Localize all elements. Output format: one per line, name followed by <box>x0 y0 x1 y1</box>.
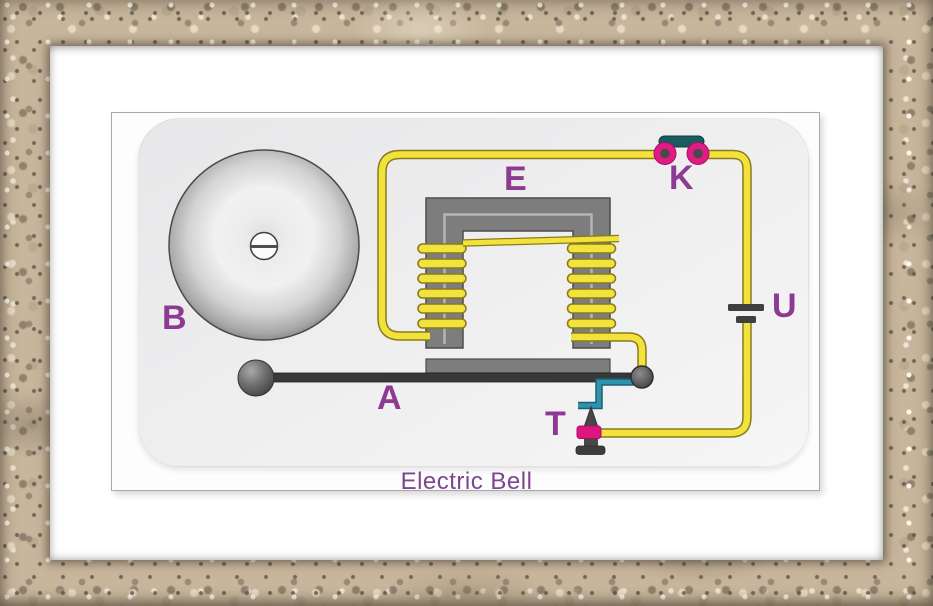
diagram-title: Electric Bell <box>400 468 533 491</box>
coil-winding <box>566 288 617 299</box>
wire-coil-bridge <box>462 234 620 247</box>
label-switch: K <box>669 159 694 197</box>
label-bell: B <box>162 299 187 337</box>
electric-bell-diagram <box>168 135 764 455</box>
coil-winding <box>417 258 467 269</box>
coil-winding <box>417 288 467 299</box>
contact-terminal-band <box>576 425 602 439</box>
armature-bar <box>257 372 643 383</box>
coil-winding <box>566 318 617 329</box>
contact-screw-base <box>575 445 606 455</box>
coil-winding <box>566 243 617 254</box>
battery-plate-short <box>736 316 756 323</box>
coil-winding <box>417 318 467 329</box>
battery-plate-long <box>728 304 764 311</box>
wire-coil-to-armature <box>571 332 647 370</box>
label-armature: A <box>377 379 402 417</box>
label-contact-screw: T <box>545 405 566 443</box>
diagram-canvas: B E K U A T Electric Bell <box>111 112 820 491</box>
wire-switch-to-battery <box>697 149 752 304</box>
contact-spring-wire <box>578 378 639 410</box>
switch-terminal-right-pin <box>693 148 703 159</box>
mat-frame: B E K U A T Electric Bell <box>50 46 883 560</box>
wire-coil-to-switch <box>377 149 666 341</box>
hammer-ball <box>237 359 275 397</box>
coil-winding <box>417 243 467 254</box>
coil-winding <box>566 303 617 314</box>
label-battery: U <box>772 287 797 325</box>
armature-plate <box>425 358 611 374</box>
coil-winding <box>417 303 467 314</box>
coil-winding <box>417 273 467 284</box>
armature-pivot <box>630 365 654 389</box>
label-electromagnet: E <box>504 160 527 198</box>
wire-battery-to-contact <box>600 323 752 438</box>
switch-terminal-left-pin <box>660 148 670 159</box>
coil-winding <box>566 258 617 269</box>
coil-winding <box>566 273 617 284</box>
contact-screw-tip <box>583 405 599 427</box>
